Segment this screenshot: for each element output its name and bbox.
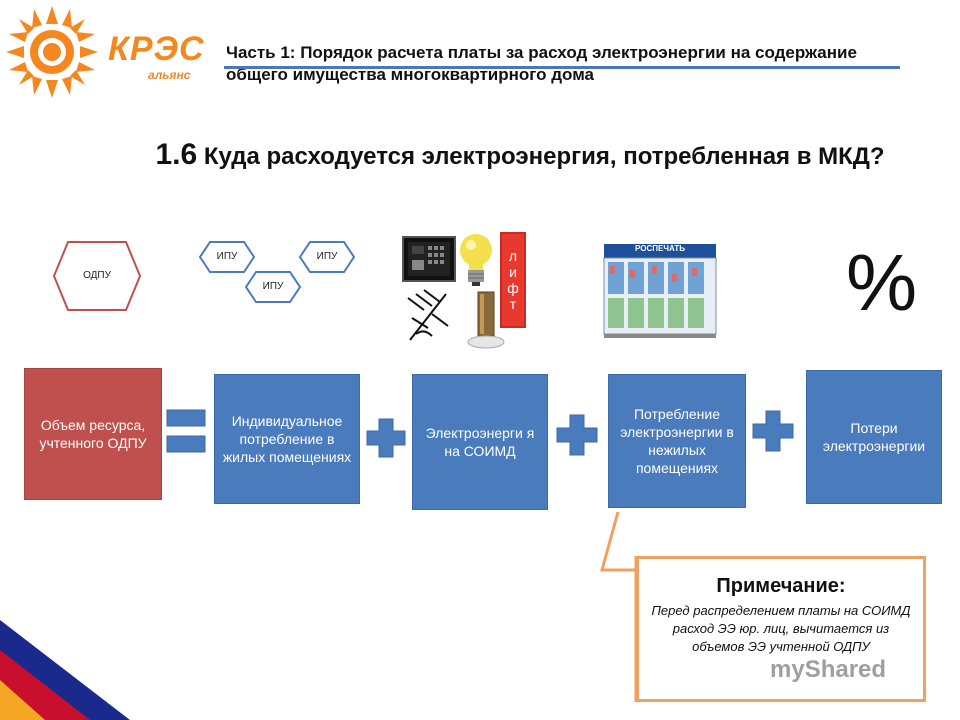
intercom-icon xyxy=(402,236,456,282)
lamp-icon xyxy=(467,291,505,349)
percent-symbol: % xyxy=(846,238,918,327)
corner-decoration xyxy=(0,620,130,720)
plus-sign-icon-1 xyxy=(366,418,406,458)
lift-letter-3: ф xyxy=(507,280,519,296)
ipu-label-2: ИПУ xyxy=(316,251,338,262)
resource-volume-box: Объем ресурса, учтенного ОДПУ xyxy=(24,368,162,500)
antenna-icon xyxy=(407,289,449,341)
ipu-label-3: ИПУ xyxy=(262,281,284,292)
lift-letter-4: т xyxy=(509,296,517,312)
soimd-energy-box: Электроэнерги я на СОИМД xyxy=(412,374,548,510)
lift-letter-1: л xyxy=(508,248,518,264)
lift-sign: л и ф т xyxy=(500,232,526,328)
page-title: 1.6 Куда расходуется электроэнергия, пот… xyxy=(140,138,900,174)
watermark-text: myShared xyxy=(770,656,887,683)
light-bulb-icon xyxy=(460,234,492,286)
kiosk-sign: РОСПЕЧАТЬ xyxy=(635,244,685,253)
ipu-hexagon-3 xyxy=(244,271,302,303)
title-number: 1.6 xyxy=(155,138,198,171)
individual-consumption-box: Индивидуальное потребление в жилых помещ… xyxy=(214,374,360,504)
lift-letter-2: и xyxy=(509,264,517,280)
header-title: Часть 1: Порядок расчета платы за расход… xyxy=(226,43,857,84)
callout-connector xyxy=(600,511,638,702)
ipu-label-1: ИПУ xyxy=(216,251,238,262)
title-text: Куда расходуется электроэнергия, потребл… xyxy=(197,143,885,170)
plus-sign-icon-3 xyxy=(752,410,794,452)
kiosk-image xyxy=(603,244,717,338)
note-title: Примечание: xyxy=(716,575,846,597)
odpu-label: ОДПУ xyxy=(83,270,111,281)
note-text: Перед распределением платы на СОИМД расх… xyxy=(651,603,911,654)
watermark: myShared xyxy=(770,656,886,684)
ipu-hexagon-1 xyxy=(198,241,256,273)
nonresidential-consumption-box: Потребление электроэнергии в нежилых пом… xyxy=(608,374,746,508)
energy-losses-box: Потери электроэнергии xyxy=(806,370,942,504)
sun-logo-icon xyxy=(6,6,98,98)
equals-sign-icon xyxy=(166,409,206,453)
ipu-hexagon-2 xyxy=(298,241,356,273)
brand-name: КРЭС xyxy=(108,30,205,68)
plus-sign-icon-2 xyxy=(556,414,598,456)
odpu-hexagon xyxy=(52,241,142,311)
note-callout: Примечание: Перед распределением платы н… xyxy=(636,556,926,702)
brand-subtitle: альянс xyxy=(148,68,191,82)
header-underline xyxy=(224,66,900,69)
